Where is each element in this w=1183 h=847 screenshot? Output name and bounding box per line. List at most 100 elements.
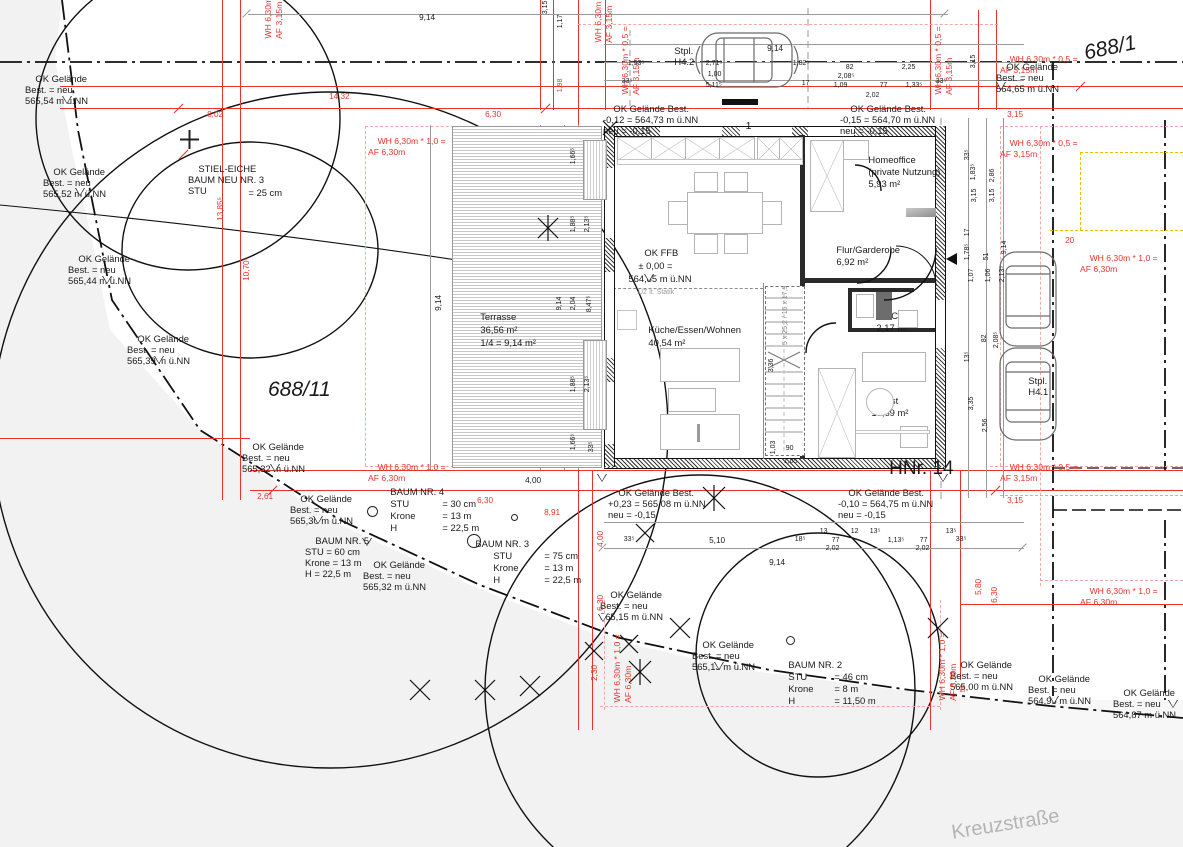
room-sub-homeoffice: (private Nutzung) [868, 166, 941, 178]
dim-value: 1,66⁵ [570, 147, 578, 165]
tree-krone-baum4: Krone [390, 510, 416, 522]
setback-line [1000, 126, 1183, 127]
round-table [866, 388, 894, 416]
tree-circle-baum5 [511, 514, 518, 521]
dim-value: 8,47⁵ [586, 295, 594, 313]
existing-building-outline [1080, 152, 1183, 153]
dining-chair [668, 201, 688, 225]
dim-value: 13 [819, 528, 828, 536]
wh-af-note: WH 6,30m * 1,0 = AF 6,30m [368, 462, 446, 483]
red-dim-line [996, 10, 997, 110]
tree-stu-baum2: STU [788, 671, 808, 683]
interior-wall-h1 [800, 278, 936, 283]
dim-value: 1,82⁵ [792, 60, 810, 68]
terrain-house-point: OK Gelände Best. +0,23 = 565,08 m ü.NN n… [608, 487, 706, 521]
red-dim-line [553, 0, 554, 110]
terrain-point: OK Gelände Best. = neu 565,00 m ü.NN [950, 659, 1014, 693]
dim-value: 50 [960, 684, 968, 693]
house-wall-south [604, 458, 944, 469]
tree-krone-baum2: Krone [788, 683, 814, 695]
dim-value: 2,61 [257, 491, 274, 501]
tree-label-baum5: BAUM NR. 5 STU = 60 cm Krone = 13 m H = … [305, 535, 370, 580]
dim-value: 51 [983, 252, 991, 261]
gray-dim-line [248, 14, 948, 15]
dim-value: 1,17 [557, 14, 565, 29]
room-area-flur: 6,92 m² [836, 256, 869, 268]
dim-value: 33⁵ [964, 149, 972, 161]
dim-value: 2,86 [989, 168, 997, 183]
gray-dim-line [604, 522, 1024, 523]
dim-value: 2,13⁵ [584, 375, 592, 393]
kitchen-counter-line [617, 159, 803, 165]
tree-stu-baum4: STU [390, 498, 410, 510]
dim-value: 20 [1065, 235, 1075, 245]
dim-value: 4,00 [595, 530, 605, 547]
window-north-3 [808, 126, 854, 137]
sofa-small [660, 414, 740, 450]
dim-value: 4,00 [525, 475, 542, 485]
wh-af-note-vertical: AF 6,30m [623, 665, 634, 703]
terrain-point: OK Gelände Best. = neu 564,65 m ü.NN [996, 61, 1060, 95]
tree-circle-baum4 [367, 506, 378, 517]
terrain-point: OK Gelände Best. = neu 565,15 m ü.NN [600, 589, 664, 623]
gray-dim-line [968, 118, 969, 498]
dim-value: 3,36 [768, 358, 776, 373]
tree-label-baum4: BAUM NR. 4 [390, 486, 445, 498]
tree-circle-baum2 [786, 636, 795, 645]
dim-value: 13⁵ [945, 528, 957, 536]
dim-value: 2,56 [982, 418, 990, 433]
tree-stu-val-baum4: = 30 cm [442, 498, 477, 510]
room-label-kueche: Küche/Essen/Wohnen [648, 324, 742, 336]
dim-value: 33⁵ [588, 441, 596, 453]
dim-value: 77 [879, 82, 888, 90]
dim-value: 3,15 [989, 188, 997, 203]
tree-stu-baum3: STU [493, 550, 513, 562]
elevation-triangle [362, 538, 372, 546]
dim-value: 2,02 [825, 545, 840, 553]
gray-dim-line [430, 125, 431, 470]
dim-value: 2,25 [901, 64, 916, 72]
dim-value: 77 [919, 537, 928, 545]
parcel-label-left: 688/11 [268, 378, 331, 401]
terrain-point: OK Gelände Best. = neu 565,13 m ü.NN [692, 639, 756, 673]
window-west-1 [604, 168, 615, 238]
dim-value: 2,02 [865, 92, 880, 100]
kitchen-unit [685, 137, 721, 161]
wc-wall-bottom [848, 328, 938, 332]
dim-value: 33⁵ [623, 536, 635, 544]
office-shelf [906, 208, 936, 217]
setback-line [365, 126, 366, 466]
terrace-door-1 [583, 140, 607, 200]
wh-af-note-vertical: AF 3,15m [274, 1, 285, 39]
red-dim-line [605, 0, 606, 110]
dim-value: 2,08⁵ [837, 73, 855, 81]
dining-chair [724, 234, 748, 254]
gray-dim-line [604, 62, 1024, 63]
existing-building-outline [1050, 230, 1183, 231]
terrace-area: 36,56 m² [480, 324, 518, 336]
red-dim-line [250, 490, 1183, 491]
gray-dim-line [604, 548, 1024, 549]
elevation-triangle [270, 464, 280, 472]
terrain-point: OK Gelände Best. = neu 564,87 m ü.NN [1113, 687, 1177, 721]
dim-value: 82 [845, 64, 854, 72]
setback-line [1040, 126, 1041, 586]
dim-value: 2,71⁵ [705, 60, 723, 68]
dining-chair [762, 201, 782, 225]
dim-value: 9,14 [767, 43, 784, 53]
ffb-label: OK FFB [644, 247, 679, 259]
wc-wall-top [848, 288, 914, 292]
elevation-triangle [62, 96, 72, 104]
gray-dim-line [604, 80, 1024, 81]
tree-label-baum2: BAUM NR. 2 [788, 659, 843, 671]
dim-value: 1,07 [968, 268, 976, 283]
elevation-triangle [598, 614, 608, 622]
dim-value: 1,09 [833, 82, 848, 90]
window-north-1 [660, 126, 722, 137]
red-dim-line [60, 86, 1183, 87]
dining-table [687, 192, 763, 234]
wc-basin [856, 294, 874, 318]
